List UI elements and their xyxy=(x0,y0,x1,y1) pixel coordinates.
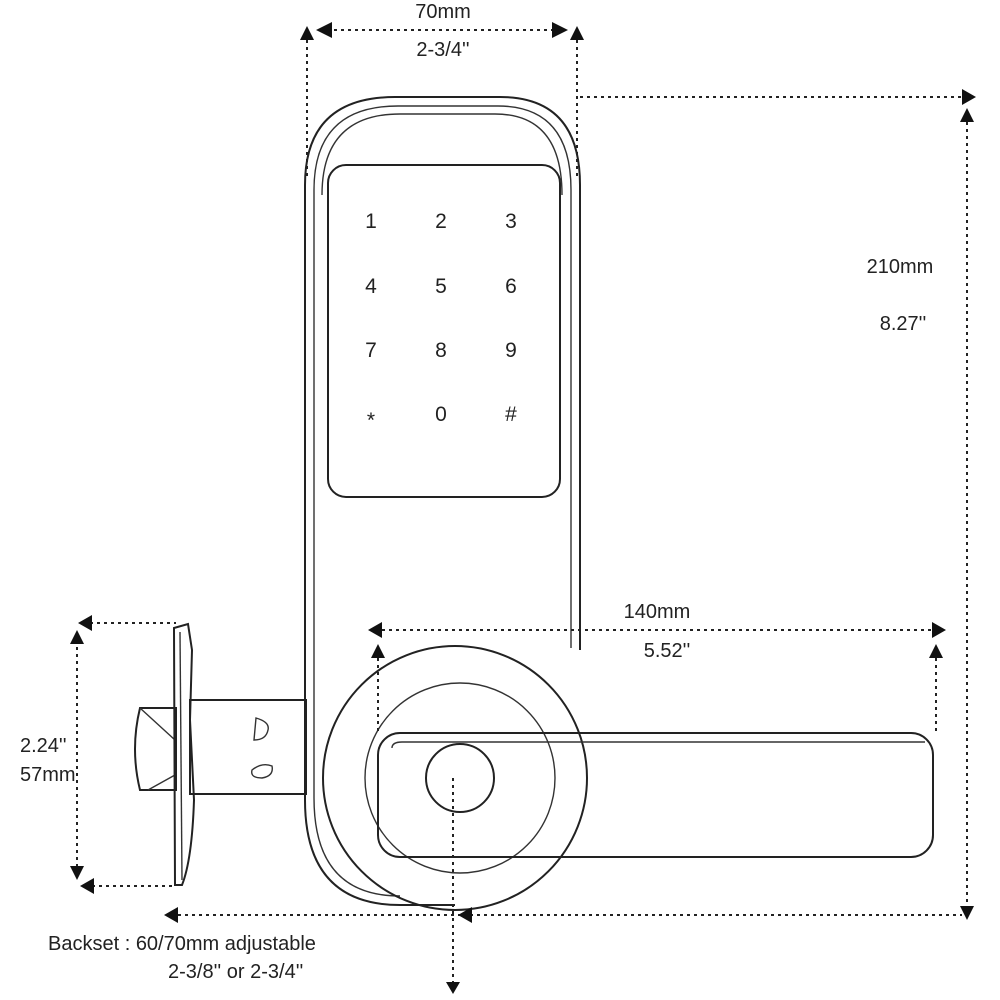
backset-dimension xyxy=(164,778,962,994)
lock-body xyxy=(304,96,581,906)
keypad-key: 1 xyxy=(365,210,377,233)
arrow-down-icon xyxy=(70,866,84,880)
arrow-down-icon xyxy=(446,982,460,994)
latch-faceplate xyxy=(172,622,196,886)
screw-slot xyxy=(253,717,269,741)
width-inch-label: 2-3/4'' xyxy=(416,39,469,61)
arrow-up-icon xyxy=(929,644,943,658)
arrow-right-icon xyxy=(962,89,976,105)
arrow-up-icon xyxy=(70,630,84,644)
arrow-up-icon xyxy=(371,644,385,658)
lever-dimension xyxy=(368,622,946,735)
arrow-right-icon xyxy=(552,22,568,38)
lever-handle xyxy=(377,732,934,858)
keypad-panel xyxy=(327,164,561,498)
latch-faceplate-edge xyxy=(179,631,183,881)
keypad: 1 2 3 4 5 6 7 8 9 * 0 # xyxy=(365,210,517,432)
width-dimension xyxy=(300,22,584,180)
arrow-down-icon xyxy=(960,906,974,920)
latch-inch-label: 2.24'' xyxy=(20,735,67,757)
keypad-key: 5 xyxy=(435,275,447,298)
keypad-key: 2 xyxy=(435,210,447,233)
keypad-key: 8 xyxy=(435,339,447,362)
keypad-key: * xyxy=(367,409,375,432)
arrow-left-icon xyxy=(78,615,92,631)
latch-bolt-bevel xyxy=(139,707,176,791)
keypad-key: 3 xyxy=(505,210,517,233)
latch-tube xyxy=(189,699,307,795)
latch-mm-label: 57mm xyxy=(20,764,76,786)
body-outline xyxy=(304,96,581,906)
lever-top-edge xyxy=(391,741,925,749)
width-mm-label: 70mm xyxy=(415,1,471,23)
keypad-key: # xyxy=(505,403,517,426)
body-inner-edge xyxy=(313,105,572,897)
lever-mm-label: 140mm xyxy=(624,601,691,623)
arrow-left-icon xyxy=(458,907,472,923)
lever-inch-label: 5.52'' xyxy=(644,640,691,662)
keypad-key: 7 xyxy=(365,339,377,362)
latch-bolt xyxy=(134,707,177,791)
arrow-up-icon xyxy=(300,26,314,40)
latch-assembly xyxy=(134,622,307,886)
arrow-left-icon xyxy=(80,878,94,894)
keypad-key: 4 xyxy=(365,275,377,298)
keypad-key: 9 xyxy=(505,339,517,362)
arrow-left-icon xyxy=(164,907,178,923)
arrow-up-icon xyxy=(960,108,974,122)
arrow-up-icon xyxy=(570,26,584,40)
height-mm-label: 210mm xyxy=(867,256,934,278)
key-cylinder xyxy=(425,743,495,813)
keypad-key: 6 xyxy=(505,275,517,298)
arrow-left-icon xyxy=(368,622,382,638)
backset-inch-label: 2-3/8'' or 2-3/4'' xyxy=(168,961,303,983)
lever-outline xyxy=(377,732,934,858)
arrow-right-icon xyxy=(932,622,946,638)
rose-inner xyxy=(364,682,556,874)
dimension-lines xyxy=(70,22,976,994)
height-dimension xyxy=(580,89,976,920)
rose-outer xyxy=(322,645,588,911)
keypad-key: 0 xyxy=(435,403,447,426)
screw-slot xyxy=(251,763,273,779)
latch-plate-dimension xyxy=(70,615,176,894)
arrow-left-icon xyxy=(316,22,332,38)
body-top-bevel xyxy=(321,113,563,196)
height-inch-label: 8.27'' xyxy=(880,313,927,335)
backset-label: Backset : 60/70mm adjustable xyxy=(48,933,316,955)
